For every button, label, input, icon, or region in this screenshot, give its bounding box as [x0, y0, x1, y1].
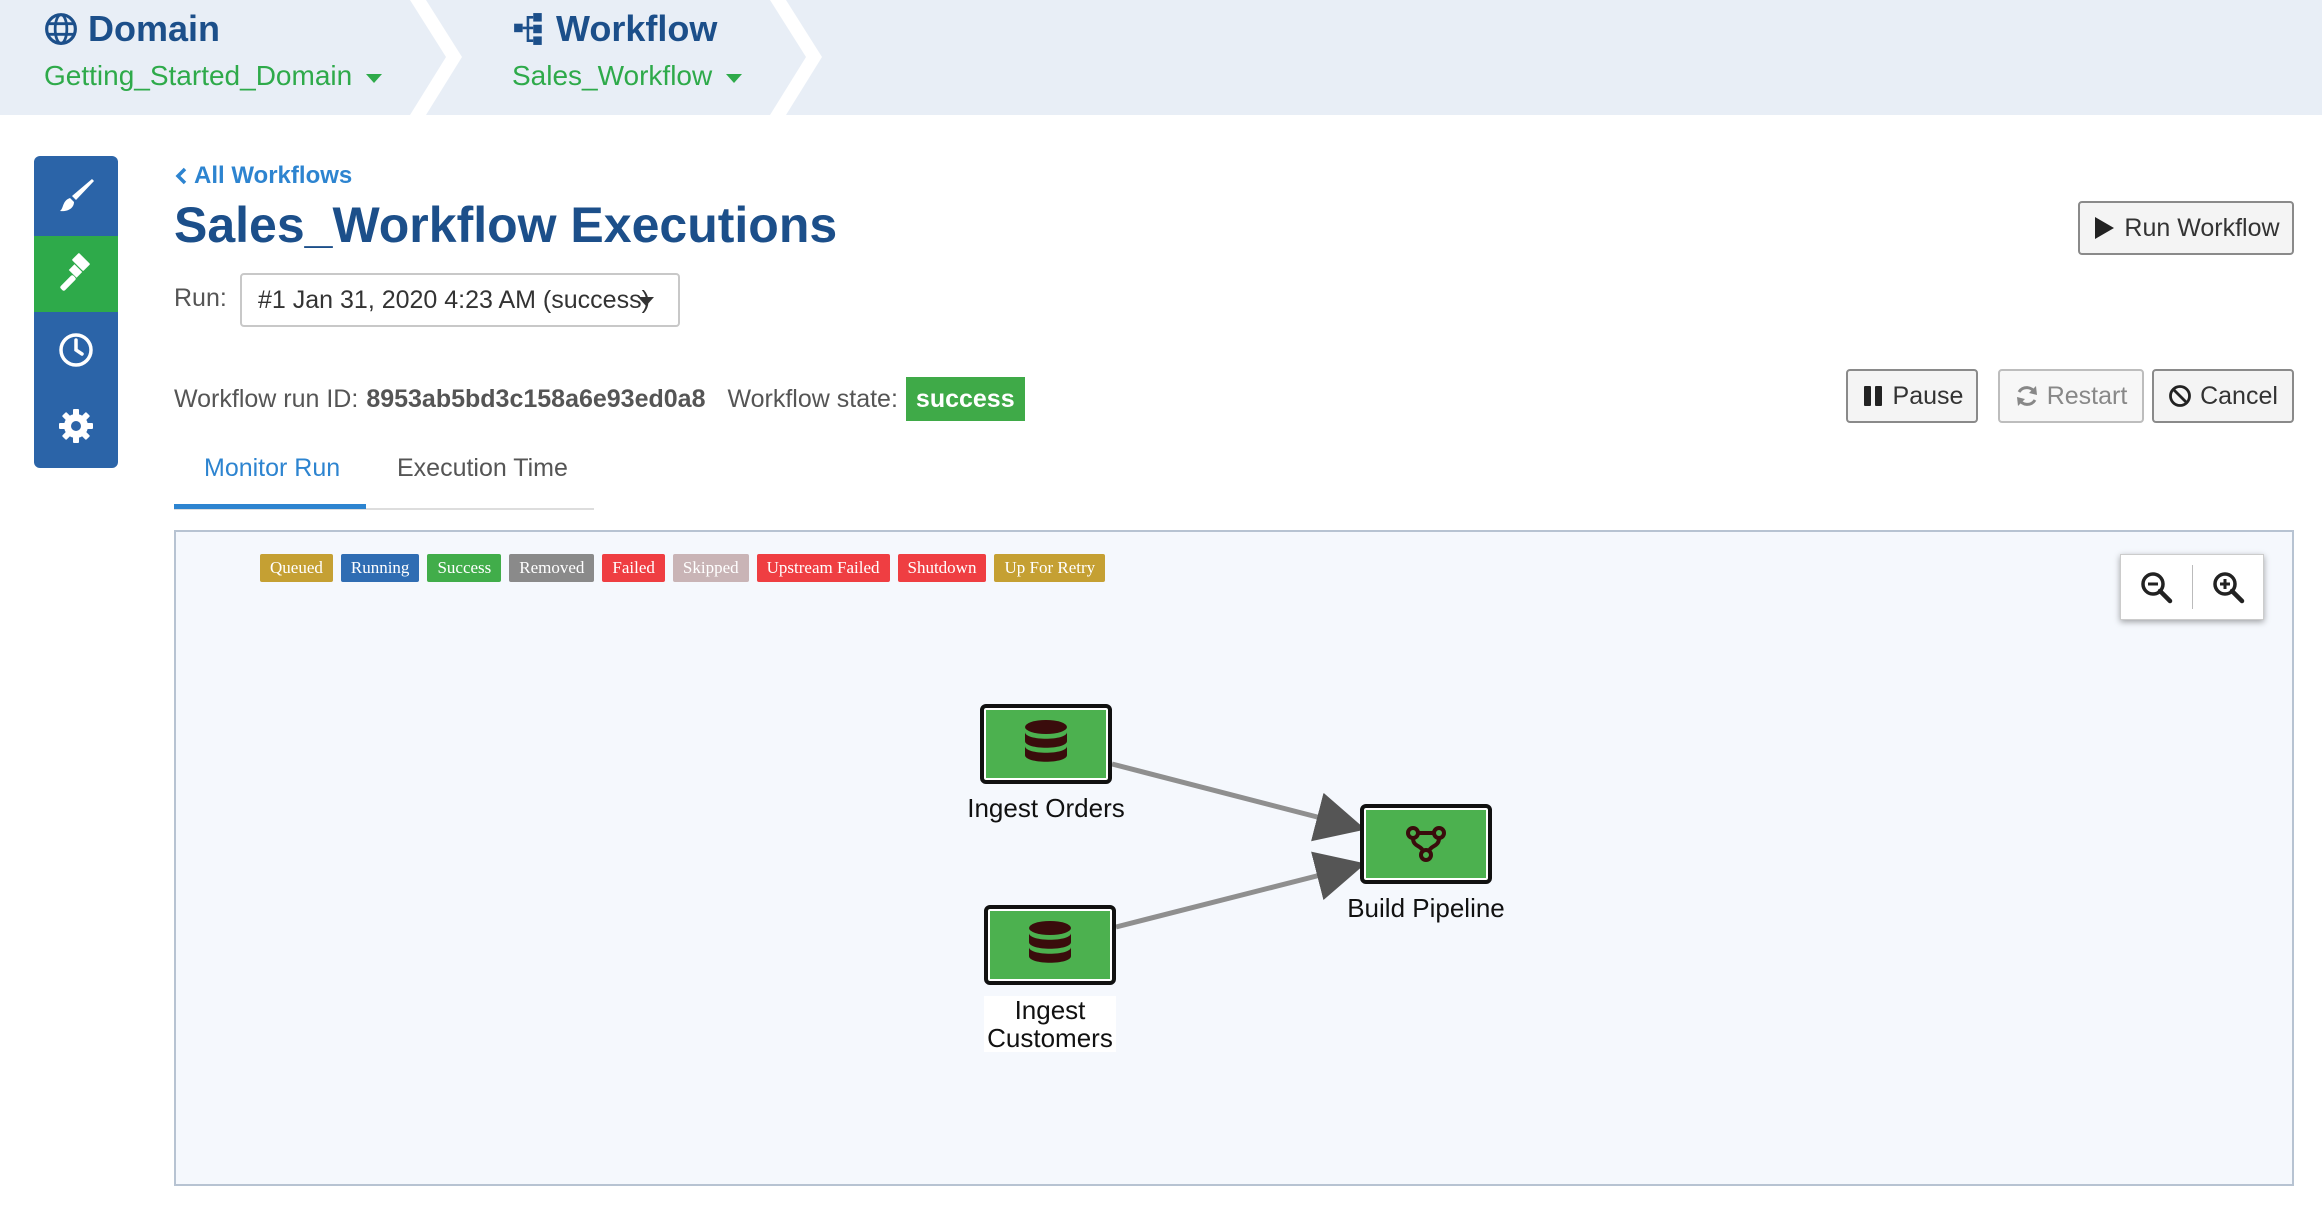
- domain-dropdown[interactable]: Getting_Started_Domain: [44, 60, 383, 92]
- globe-icon: [45, 13, 77, 45]
- node-build-pipeline[interactable]: [1360, 804, 1492, 884]
- node-label-line: Customers: [987, 1023, 1113, 1053]
- edge-ingest-customers-to-build-pipeline: [1115, 851, 1366, 930]
- zoom-controls: [2120, 554, 2264, 620]
- run-label: Run:: [174, 284, 227, 312]
- legend-failed: Failed: [602, 554, 665, 582]
- domain-title: Domain: [44, 8, 220, 50]
- run-info: Workflow run ID: 8953ab5bd3c158a6e93ed0a…: [174, 377, 1025, 421]
- node-label-line: Ingest: [1014, 995, 1086, 1025]
- run-id-label: Workflow run ID:: [174, 384, 359, 413]
- legend-skipped: Skipped: [672, 554, 749, 582]
- sidenav-item-settings[interactable]: [34, 388, 118, 464]
- node-label-ingest-customers: Ingest Customers: [984, 996, 1116, 1052]
- gear-icon: [59, 409, 93, 443]
- active-tab-indicator: [174, 504, 366, 509]
- sidenav-item-history[interactable]: [34, 312, 118, 388]
- cancel-label: Cancel: [2200, 381, 2278, 410]
- restart-button[interactable]: Restart: [1998, 369, 2144, 423]
- legend-shutdown: Shutdown: [897, 554, 987, 582]
- node-label-build-pipeline: Build Pipeline: [1347, 893, 1505, 923]
- chevron-left-icon: [175, 167, 187, 185]
- workflow-dropdown-value: Sales_Workflow: [512, 60, 713, 91]
- zoom-in-icon: [2213, 572, 2244, 604]
- run-id-value: 8953ab5bd3c158a6e93ed0a8: [366, 384, 706, 413]
- sidenav-item-build[interactable]: [34, 236, 118, 312]
- legend-removed: Removed: [509, 554, 595, 582]
- database-icon: [1025, 720, 1067, 762]
- paintbrush-icon: [60, 179, 94, 212]
- breadcrumb-separator: [770, 0, 822, 115]
- chevron-down-icon: [366, 73, 383, 83]
- pause-label: Pause: [1892, 381, 1964, 410]
- tab-bar: Monitor Run Execution Time: [174, 440, 594, 510]
- code-branch-icon: [1406, 826, 1446, 862]
- legend-success: Success: [427, 554, 502, 582]
- workflow-dropdown[interactable]: Sales_Workflow: [512, 60, 743, 92]
- sitemap-icon: [514, 13, 542, 45]
- legend-running: Running: [340, 554, 420, 582]
- run-select[interactable]: #1 Jan 31, 2020 4:23 AM (success): [240, 273, 680, 327]
- edge-ingest-orders-to-build-pipeline: [1111, 761, 1366, 842]
- clock-icon: [59, 333, 93, 367]
- all-workflows-link[interactable]: All Workflows: [174, 162, 352, 190]
- node-ingest-customers[interactable]: [984, 905, 1116, 985]
- zoom-divider: [2191, 565, 2193, 609]
- breadcrumb-fill: [830, 0, 2322, 115]
- run-select-value: #1 Jan 31, 2020 4:23 AM (success): [258, 285, 650, 314]
- cancel-button[interactable]: Cancel: [2152, 369, 2294, 423]
- side-nav: [34, 156, 118, 468]
- breadcrumb-separator: [410, 0, 462, 115]
- pause-button[interactable]: Pause: [1846, 369, 1978, 423]
- domain-title-text: Domain: [88, 8, 221, 49]
- legend-queued: Queued: [260, 554, 333, 582]
- breadcrumb: Domain Getting_Started_Domain Workflow S…: [0, 0, 2322, 115]
- zoom-in-button[interactable]: [2193, 554, 2264, 620]
- legend-upstream-failed: Upstream Failed: [756, 554, 890, 582]
- legend-up-for-retry: Up For Retry: [994, 554, 1106, 582]
- zoom-out-button[interactable]: [2121, 554, 2192, 620]
- run-workflow-button[interactable]: Run Workflow: [2078, 201, 2294, 255]
- sidenav-item-design[interactable]: [34, 156, 118, 236]
- ban-icon: [2169, 385, 2191, 407]
- workflow-state-label: Workflow state:: [727, 384, 898, 413]
- node-ingest-orders[interactable]: [980, 704, 1112, 784]
- refresh-icon: [2016, 386, 2037, 406]
- page-title: Sales_Workflow Executions: [174, 197, 838, 253]
- status-legend: Queued Running Success Removed Failed Sk…: [260, 554, 1106, 582]
- tab-execution-time[interactable]: Execution Time: [397, 454, 568, 482]
- graph-edges: [1111, 761, 1366, 930]
- workflow-title-text: Workflow: [556, 8, 718, 49]
- workflow-graph[interactable]: Queued Running Success Removed Failed Sk…: [174, 530, 2294, 1186]
- database-icon: [1029, 921, 1071, 963]
- chevron-down-icon: [638, 297, 654, 306]
- zoom-out-icon: [2141, 572, 2173, 604]
- node-label-ingest-orders: Ingest Orders: [967, 793, 1125, 823]
- pause-icon: [1863, 386, 1882, 406]
- all-workflows-label: All Workflows: [194, 162, 353, 189]
- tab-monitor-run[interactable]: Monitor Run: [204, 454, 341, 482]
- chevron-down-icon: [726, 73, 743, 83]
- play-icon: [2095, 217, 2115, 239]
- status-badge: success: [905, 377, 1025, 421]
- run-workflow-label: Run Workflow: [2124, 213, 2280, 242]
- gavel-icon: [60, 253, 90, 291]
- domain-dropdown-value: Getting_Started_Domain: [44, 60, 353, 91]
- workflow-title: Workflow: [512, 8, 717, 50]
- restart-label: Restart: [2046, 381, 2128, 410]
